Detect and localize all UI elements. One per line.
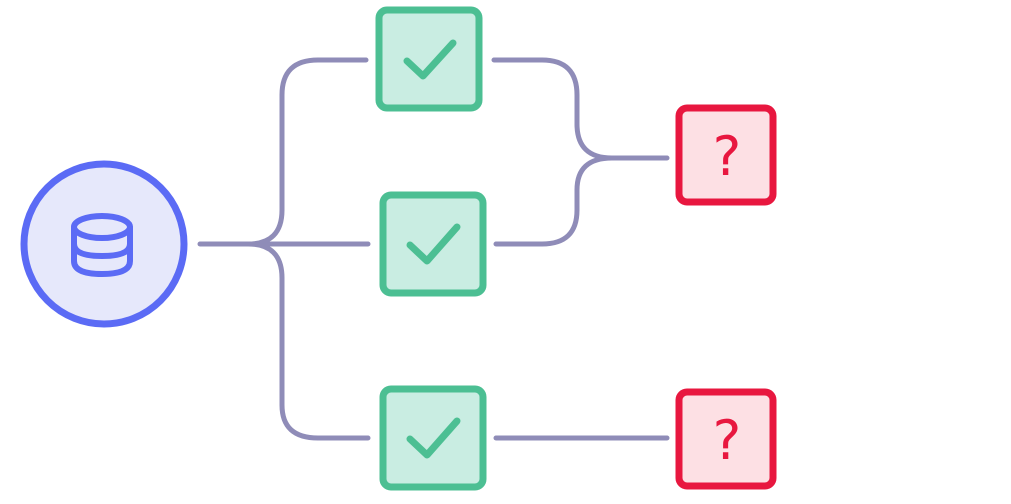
database-icon <box>71 213 133 277</box>
check-box <box>375 6 483 112</box>
unknown-box <box>675 104 777 206</box>
unknown-node-top: ? <box>675 104 777 206</box>
connector-source-to-check-bottom <box>245 241 371 441</box>
question-icon: ? <box>713 125 742 188</box>
connector-check-top-to-unknown-top <box>491 57 670 161</box>
unknown-node-bottom: ? <box>675 388 777 490</box>
connector-check-middle-to-unknown-top <box>493 155 615 247</box>
check-box <box>379 191 487 297</box>
check-node-middle <box>379 191 487 297</box>
checkmark-icon <box>403 39 457 80</box>
connectors <box>197 57 670 441</box>
check-box <box>379 385 487 491</box>
source-circle <box>20 160 188 328</box>
question-icon: ? <box>713 409 742 472</box>
source-node <box>20 160 188 328</box>
check-node-top <box>375 6 483 112</box>
check-node-bottom <box>379 385 487 491</box>
checkmark-icon <box>406 417 461 459</box>
connector-source-to-check-top <box>245 57 369 247</box>
checkmark-icon <box>406 223 461 265</box>
unknown-box <box>675 388 777 490</box>
